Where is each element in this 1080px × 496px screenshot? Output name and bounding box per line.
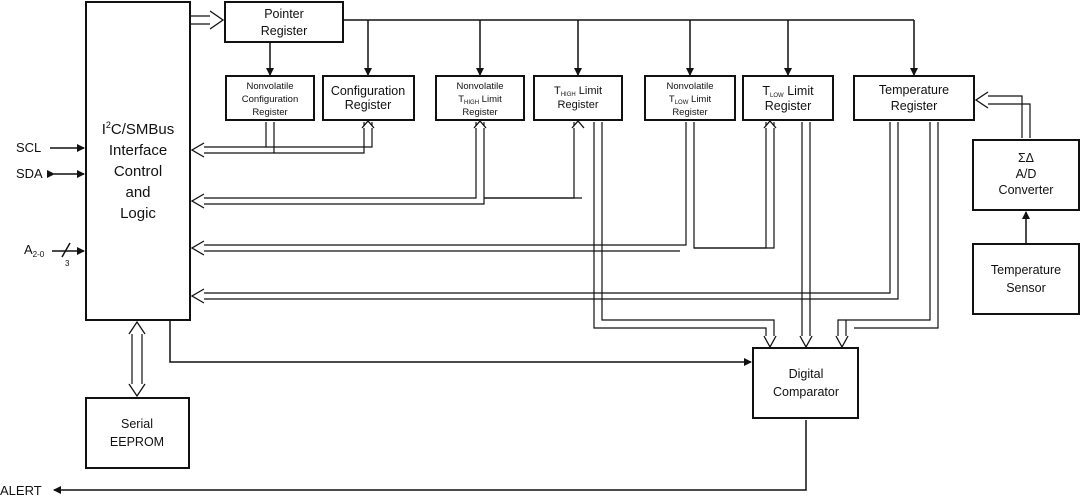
scl-pin: SCL	[16, 140, 85, 155]
temperature-register-block: Temperature Register	[853, 75, 975, 121]
nonvolatile-configuration-register-block: Nonvolatile Configuration Register	[225, 75, 315, 121]
svg-text:I2C/SMBus: I2C/SMBus	[102, 120, 175, 138]
nonvolatile-tlow-limit-register-block: Nonvolatile TLOW Limit Register	[644, 75, 736, 121]
svg-text:Temperature: Temperature	[991, 263, 1061, 277]
svg-text:Register: Register	[672, 107, 707, 118]
bus-thigh-to-comparator	[593, 122, 777, 349]
svg-text:Nonvolatile: Nonvolatile	[667, 81, 714, 92]
svg-text:Register: Register	[462, 107, 497, 118]
svg-text:3: 3	[65, 259, 70, 268]
svg-text:Nonvolatile: Nonvolatile	[247, 81, 294, 92]
svg-text:Control: Control	[114, 163, 162, 180]
svg-text:and: and	[125, 184, 150, 201]
bus-tlow-to-comparator	[799, 122, 813, 349]
svg-text:Interface: Interface	[109, 142, 167, 159]
svg-text:THIGH Limit: THIGH Limit	[458, 94, 502, 106]
svg-text:Converter: Converter	[999, 183, 1054, 197]
svg-text:Pointer: Pointer	[264, 7, 304, 21]
svg-text:A2-0: A2-0	[24, 242, 45, 259]
bus-temperature-readback	[190, 122, 899, 304]
pointer-register-block: Pointer Register	[224, 1, 344, 43]
interface-control-logic-block: I2C/SMBus Interface Control and Logic	[85, 1, 191, 321]
svg-text:THIGH Limit: THIGH Limit	[554, 85, 602, 98]
svg-text:ΣΔ: ΣΔ	[1018, 151, 1034, 165]
svg-text:TLOW Limit: TLOW Limit	[669, 94, 712, 106]
temperature-sensor-block: Temperature Sensor	[972, 243, 1080, 315]
svg-text:Logic: Logic	[120, 205, 156, 222]
bus-temperature-to-comparator	[835, 122, 939, 349]
alert-pin: ALERT	[0, 420, 807, 496]
ad-converter-block: ΣΔ A/D Converter	[972, 139, 1080, 211]
svg-text:A/D: A/D	[1016, 167, 1037, 181]
nonvolatile-thigh-limit-register-block: Nonvolatile THIGH Limit Register	[435, 75, 525, 121]
svg-text:Configuration: Configuration	[242, 94, 299, 105]
svg-text:Serial: Serial	[121, 417, 153, 431]
pointer-select-lines	[266, 19, 918, 76]
svg-text:TLOW Limit: TLOW Limit	[762, 84, 814, 99]
svg-text:SDA: SDA	[16, 166, 43, 181]
bus-configuration	[190, 120, 375, 158]
bus-tlow	[190, 120, 777, 256]
svg-text:SCL: SCL	[16, 140, 41, 155]
svg-text:Register: Register	[252, 107, 287, 118]
thigh-limit-register-block: THIGH Limit Register	[533, 75, 623, 121]
svg-text:ALERT: ALERT	[0, 483, 42, 496]
svg-text:Configuration: Configuration	[331, 84, 405, 98]
tlow-limit-register-block: TLOW Limit Register	[742, 75, 834, 121]
svg-text:Digital: Digital	[789, 367, 824, 381]
svg-text:Register: Register	[345, 98, 392, 112]
configuration-register-block: Configuration Register	[322, 75, 415, 121]
svg-text:Register: Register	[765, 99, 812, 113]
svg-text:Comparator: Comparator	[773, 385, 839, 399]
bus-interface-to-pointer	[190, 10, 225, 30]
line-interface-to-comparator	[169, 320, 752, 366]
svg-text:Register: Register	[261, 24, 308, 38]
bus-adc-to-temperature-register	[974, 91, 1031, 138]
svg-text:Register: Register	[558, 99, 599, 111]
svg-text:EEPROM: EEPROM	[110, 435, 164, 449]
bus-thigh	[190, 120, 585, 209]
serial-eeprom-block: Serial EEPROM	[85, 397, 190, 469]
svg-text:Nonvolatile: Nonvolatile	[457, 81, 504, 92]
address-pins: A2-0 3	[24, 242, 85, 268]
svg-text:Register: Register	[891, 99, 938, 113]
digital-comparator-block: Digital Comparator	[752, 347, 859, 419]
svg-text:Sensor: Sensor	[1006, 281, 1046, 295]
bus-interface-eeprom	[128, 320, 146, 398]
sda-pin: SDA	[16, 166, 85, 181]
svg-text:Temperature: Temperature	[879, 83, 949, 97]
